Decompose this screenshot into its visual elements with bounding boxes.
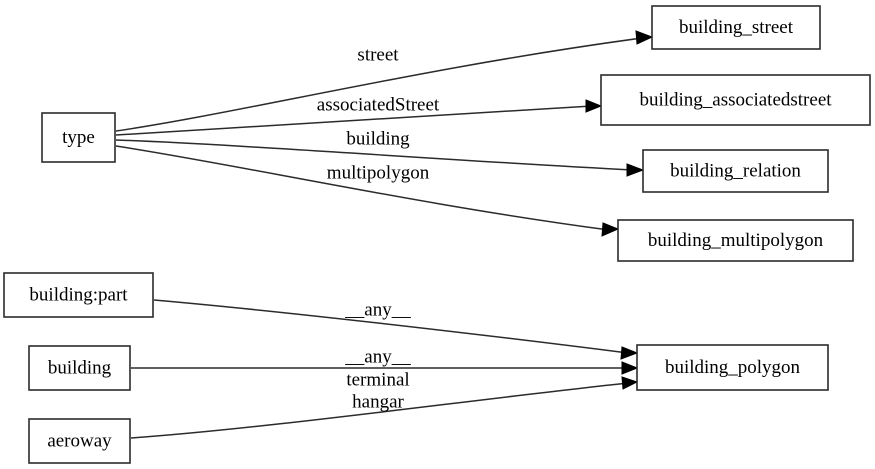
node-building_associatedstreet[interactable]: building_associatedstreet	[600, 74, 871, 126]
arrowhead-icon	[635, 30, 654, 45]
node-building[interactable]: building	[28, 345, 131, 391]
node-building_part[interactable]: building:part	[3, 272, 154, 318]
arrowhead-icon	[626, 163, 645, 177]
edge-label: terminal	[346, 369, 409, 390]
edge-line-part-any	[153, 299, 629, 354]
node-label: type	[62, 127, 95, 148]
edge-label: __any__	[344, 299, 411, 320]
node-label: building_street	[679, 17, 794, 38]
edge-label: building	[346, 128, 410, 149]
nodes-layer: type building_street building_associatedst…	[3, 5, 871, 464]
edge-line-type-building	[115, 139, 634, 171]
edge-labels-layer: street associatedStreet building multipolyg…	[317, 44, 440, 412]
node-building_street[interactable]: building_street	[651, 5, 821, 50]
node-building_polygon[interactable]: building_polygon	[636, 344, 829, 391]
node-box-aeroway[interactable]	[28, 418, 131, 464]
node-label: building_associatedstreet	[639, 89, 832, 110]
node-box-building_multipolygon[interactable]	[617, 219, 854, 262]
node-label: building:part	[29, 284, 128, 305]
arrowhead-icon	[621, 376, 639, 390]
edge-line-type-multipolygon	[115, 145, 610, 231]
node-aeroway[interactable]: aeroway	[28, 418, 131, 464]
node-label: building_multipolygon	[648, 230, 824, 251]
node-label: aeroway	[47, 430, 112, 451]
edge-type-building	[115, 139, 645, 177]
node-building_relation[interactable]: building_relation	[642, 149, 829, 193]
node-label: building	[48, 357, 112, 378]
edge-line-aeroway-terminal-hangar	[130, 382, 629, 439]
edges-layer	[115, 30, 654, 439]
node-box-type[interactable]	[41, 112, 116, 163]
node-label: building_relation	[670, 160, 801, 181]
edge-type-associatedstreet	[115, 99, 603, 136]
edge-type-multipolygon	[115, 145, 620, 237]
edge-label: __any__	[344, 346, 411, 367]
arrowhead-icon	[620, 346, 639, 360]
node-box-building_street[interactable]	[651, 5, 821, 50]
edge-label-secondary: hangar	[352, 391, 404, 412]
node-type[interactable]: type	[41, 112, 116, 163]
node-box-building[interactable]	[28, 345, 131, 391]
edge-aeroway-terminal-hangar	[130, 376, 639, 439]
edge-line-type-street	[115, 37, 643, 132]
edge-building-any	[131, 361, 639, 375]
edge-type-street	[115, 30, 654, 132]
node-box-building_associatedstreet[interactable]	[600, 74, 871, 126]
arrowhead-icon	[585, 99, 603, 113]
edge-line-type-associatedstreet	[115, 105, 593, 136]
edge-label: multipolygon	[327, 162, 430, 183]
node-box-building_part[interactable]	[3, 272, 154, 318]
node-box-building_relation[interactable]	[642, 149, 829, 193]
node-building_multipolygon[interactable]: building_multipolygon	[617, 219, 854, 262]
node-box-building_polygon[interactable]	[636, 344, 829, 391]
arrowhead-icon	[621, 361, 639, 375]
edge-label: associatedStreet	[317, 94, 440, 115]
edge-part-any	[153, 299, 639, 360]
edge-label: street	[357, 44, 399, 65]
node-label: building_polygon	[665, 357, 801, 378]
arrowhead-icon	[601, 222, 620, 237]
